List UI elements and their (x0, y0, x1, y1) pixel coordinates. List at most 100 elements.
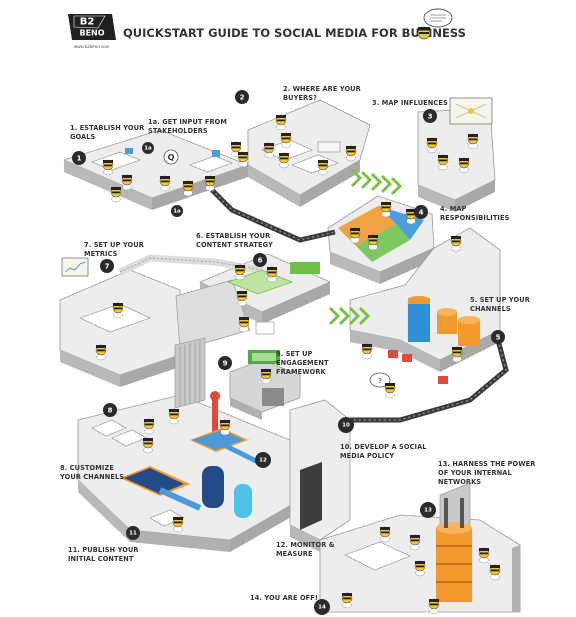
influence-board (449, 97, 493, 125)
floor-room-influences (417, 107, 496, 212)
networks-tower (344, 498, 472, 602)
character-37 (219, 419, 231, 436)
character-42 (489, 564, 501, 581)
character-27 (266, 266, 278, 283)
character-28 (112, 302, 124, 319)
svg-text:3: 3 (428, 113, 433, 121)
buyers-desks (261, 139, 341, 174)
svg-text:Q: Q (168, 153, 175, 162)
step-label-8-line-1: 7. SET UP YOUR (84, 241, 144, 249)
character-14 (345, 145, 357, 162)
floor-room-goals (62, 129, 250, 210)
logo-top-text: B2 (80, 17, 95, 28)
svg-text:4: 4 (419, 209, 424, 217)
step-badge-14: 13 (420, 502, 436, 518)
character-4 (159, 175, 171, 192)
character-24 (234, 264, 246, 281)
character-30 (361, 343, 373, 360)
step-badge-12: 11 (126, 526, 140, 540)
step-label-7-line-1: 6. ESTABLISH YOUR (196, 232, 270, 240)
step-label-6-line-2: CHANNELS (470, 305, 511, 313)
logo-url: www.b2beno.com (74, 44, 110, 49)
step-badge-4: 3 (423, 109, 437, 123)
step-label-2-line-2: STAKEHOLDERS (148, 127, 208, 135)
step-label-1-line-2: GOALS (70, 133, 96, 141)
character-8 (237, 151, 249, 168)
character-39 (379, 526, 391, 543)
customize-desks (91, 419, 185, 527)
step-label-12-line-1: 11. PUBLISH YOUR (68, 546, 139, 554)
step-badge-15: 14 (314, 599, 330, 615)
step-label-14-line-1: 13. HARNESS THE POWER (438, 460, 535, 468)
character-17 (458, 157, 470, 174)
svg-text:13: 13 (424, 508, 432, 514)
step-badge-1: 1 (72, 151, 86, 165)
speech-bubble-icon (423, 8, 453, 28)
character-34 (143, 418, 155, 435)
svg-text:1: 1 (77, 155, 82, 163)
character-20 (405, 208, 417, 225)
character-23 (450, 235, 462, 252)
step-label-3-line-1: 2. WHERE ARE YOUR (283, 85, 361, 93)
step-badge-9: 8 (103, 403, 117, 417)
character-36 (142, 437, 154, 454)
step-badge-7: 6 (253, 253, 267, 267)
step-label-10-line-3: FRAMEWORK (276, 368, 327, 376)
step-label-3-line-2: BUYERS? (283, 94, 317, 102)
step-label-11-line-2: MEDIA POLICY (340, 452, 394, 460)
page-title: QUICKSTART GUIDE TO SOCIAL MEDIA FOR BUS… (123, 26, 466, 40)
svg-text:8: 8 (108, 407, 113, 415)
question-bubble-icon: Q (163, 149, 179, 165)
step-label-13-line-1: 12. MONITOR & (276, 541, 335, 549)
character-15 (426, 137, 438, 154)
step-label-1-line-1: 1. ESTABLISH YOUR (70, 124, 144, 132)
characters (95, 114, 501, 615)
character-38 (172, 516, 184, 533)
metrics-board (61, 257, 151, 333)
character-31 (384, 382, 396, 399)
svg-text:?: ? (378, 377, 382, 385)
step-badge-11: 10 (338, 417, 354, 433)
dark-walkway-lower (350, 339, 509, 423)
svg-text:5: 5 (496, 334, 501, 342)
character-12 (280, 132, 292, 149)
character-32 (451, 346, 463, 363)
step-label-11-line-1: 10. DEVELOP A SOCIAL (340, 443, 427, 451)
character-18 (467, 133, 479, 150)
channel-towers (388, 296, 480, 384)
dark-walkway-upper (210, 188, 336, 243)
svg-text:2: 2 (240, 94, 245, 102)
step-badge-extra-1: 1a (171, 205, 183, 217)
logo-bolt (73, 15, 106, 29)
step-badge-10: 9 (218, 356, 232, 370)
step-label-5-line-1: 4. MAP (440, 205, 467, 213)
step-label-6-line-1: 5. SET UP YOUR (470, 296, 530, 304)
step-label-5-line-2: RESPONSIBILITIES (440, 214, 510, 222)
character-16 (437, 154, 449, 171)
character-5 (182, 180, 194, 197)
svg-text:6: 6 (258, 257, 263, 265)
character-19 (380, 201, 392, 218)
step-label-9-line-2: YOUR CHANNELS (59, 473, 124, 481)
step-label-7-line-2: CONTENT STRATEGY (196, 241, 273, 249)
character-41 (414, 560, 426, 577)
svg-text:10: 10 (342, 423, 350, 429)
character-2 (121, 174, 133, 191)
step-label-14-line-2: OF YOUR INTERNAL (438, 469, 512, 477)
character-1 (102, 159, 114, 176)
goals-desks (91, 148, 233, 173)
svg-text:7: 7 (105, 263, 110, 271)
character-11 (275, 114, 287, 131)
lab-equipment (120, 391, 260, 518)
step-label-12-line-2: INITIAL CONTENT (68, 555, 134, 563)
content-strategy-table (226, 262, 320, 335)
step-label-4-line-1: 3. MAP INFLUENCES (372, 99, 448, 107)
step-label-14-line-3: NETWORKS (438, 478, 481, 486)
character-9 (263, 142, 275, 159)
svg-text:12: 12 (259, 458, 267, 464)
step-badge-8: 7 (100, 259, 114, 273)
